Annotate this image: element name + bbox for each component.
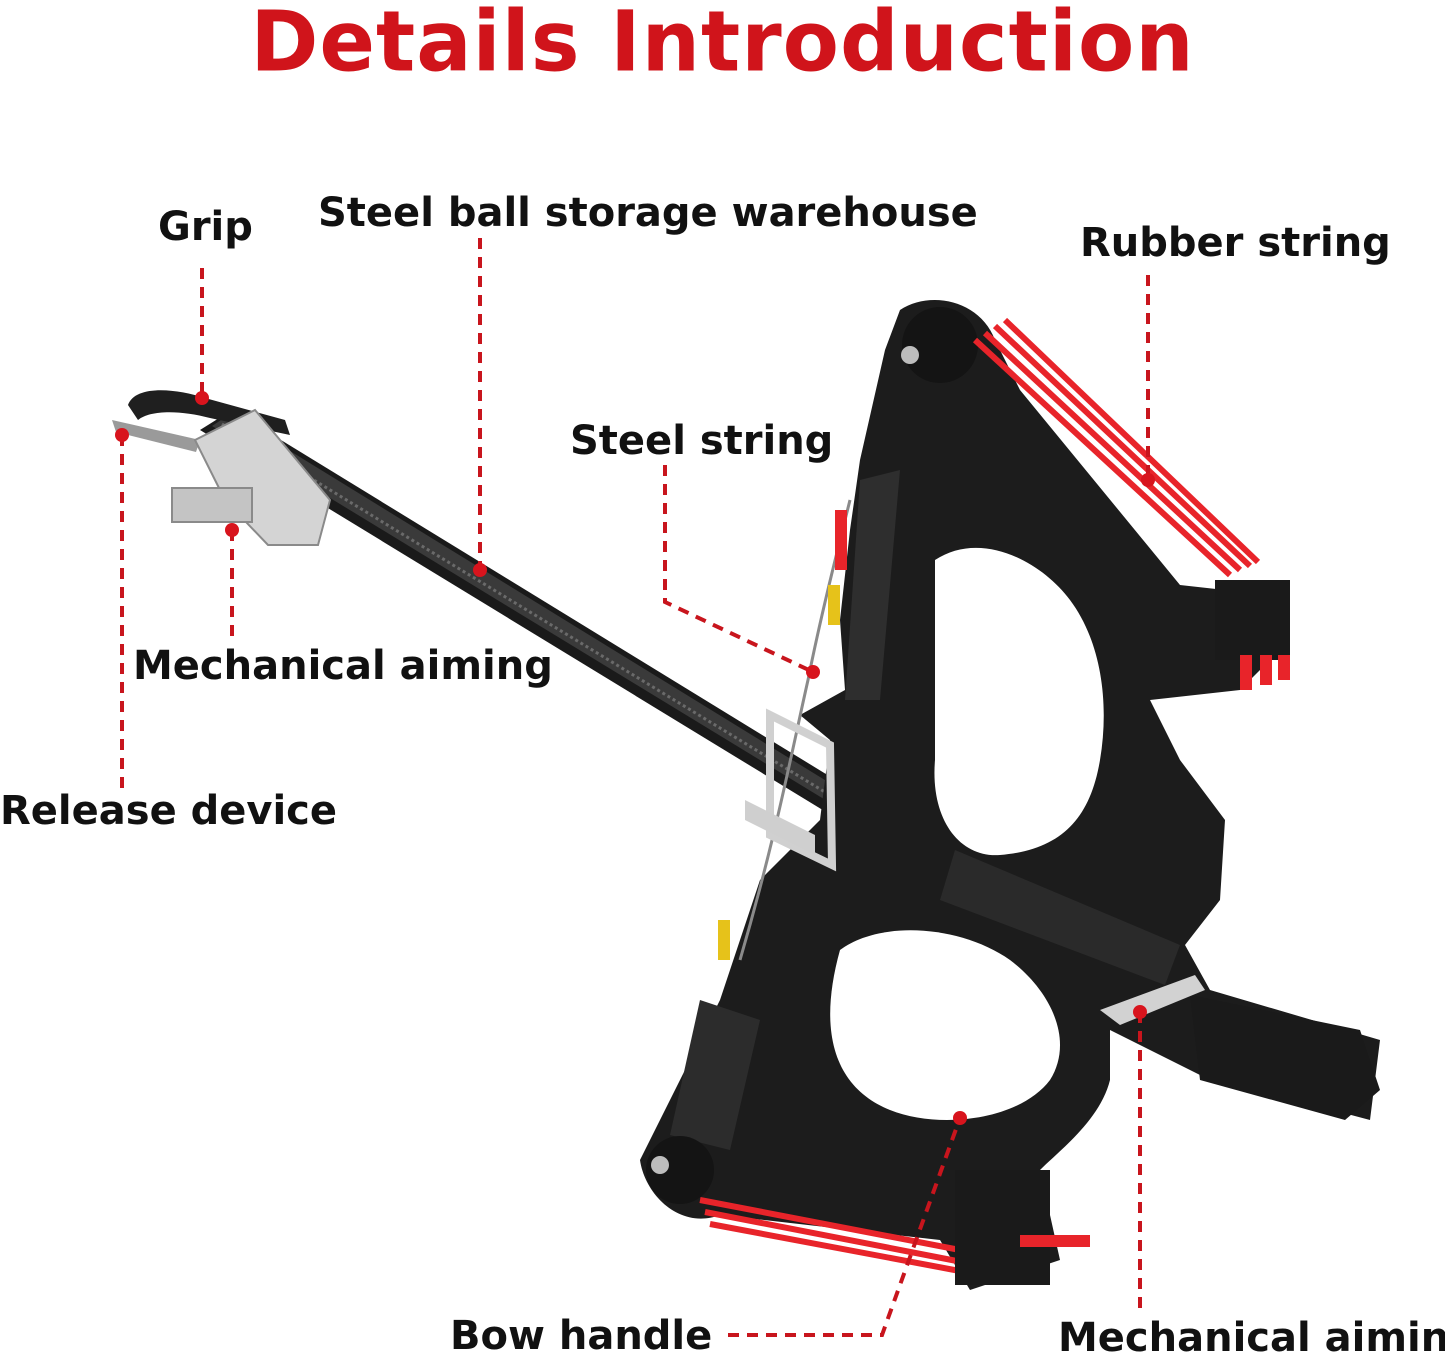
dot-steel-string bbox=[806, 665, 820, 679]
label-release-device: Release device bbox=[0, 788, 338, 834]
frame-body bbox=[640, 300, 1380, 1290]
dot-mechanical-aiming-left bbox=[225, 523, 239, 537]
label-steel-string: Steel string bbox=[570, 418, 834, 464]
dot-release-device bbox=[115, 428, 129, 442]
label-grip: Grip bbox=[158, 204, 253, 250]
leader-lines bbox=[120, 238, 1150, 1337]
label-bow-handle: Bow handle bbox=[450, 1313, 713, 1359]
label-mechanical-aiming-bottom: Mechanical aiming bbox=[1058, 1315, 1445, 1361]
steel-string-cable bbox=[718, 499, 852, 961]
leader-dots bbox=[115, 391, 1155, 1125]
barrel-rail bbox=[200, 410, 852, 812]
rail-bracket bbox=[745, 708, 837, 872]
leader-bow-handle bbox=[728, 1117, 962, 1337]
dot-bow-handle bbox=[953, 1111, 967, 1125]
label-mechanical-aiming-left: Mechanical aiming bbox=[133, 643, 553, 689]
rubber-string-upper bbox=[972, 317, 1290, 690]
rear-aiming-block bbox=[1100, 975, 1380, 1120]
dot-mechanical-aiming-bottom bbox=[1133, 1005, 1147, 1019]
release-device-block bbox=[171, 408, 332, 546]
page-title: Details Introduction bbox=[250, 0, 1195, 91]
dot-grip bbox=[195, 391, 209, 405]
label-rubber-string: Rubber string bbox=[1080, 220, 1391, 266]
dot-steel-ball-storage bbox=[473, 563, 487, 577]
leader-steel-string bbox=[663, 465, 814, 674]
dot-rubber-string bbox=[1141, 473, 1155, 487]
label-steel-ball-storage: Steel ball storage warehouse bbox=[318, 190, 978, 236]
